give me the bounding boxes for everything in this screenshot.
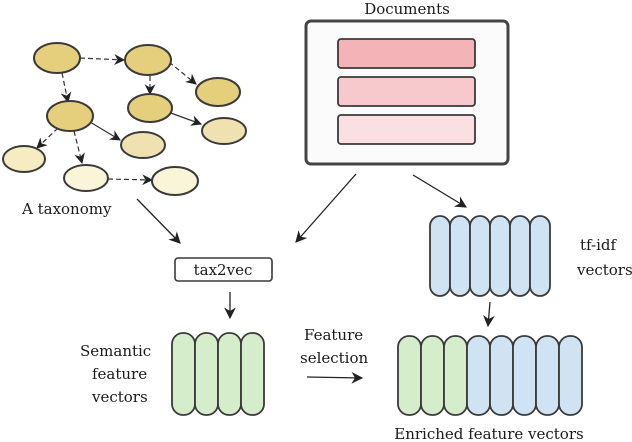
enriched-tfidf-vector <box>489 335 514 416</box>
enriched-tfidf-vector <box>512 335 537 416</box>
taxonomy-edges <box>36 54 203 186</box>
taxonomy-node <box>151 166 199 196</box>
arrow-tfidf-to-enriched <box>483 301 495 328</box>
enriched-tfidf-vector <box>558 335 583 416</box>
semantic-vectors <box>171 332 265 416</box>
tax2vec-block: tax2vec <box>174 257 273 282</box>
semantic-label-line2: feature <box>92 365 147 383</box>
semantic-vector <box>240 332 265 416</box>
enriched-semantic-vector <box>420 335 445 416</box>
arrow-feature-selection <box>306 371 364 384</box>
taxonomy-edge <box>36 127 59 149</box>
document-2 <box>337 76 476 107</box>
tfidf-vector <box>529 215 551 297</box>
semantic-vector <box>217 332 242 416</box>
taxonomy-graph: A taxonomy <box>2 42 247 218</box>
tax2vec-label: tax2vec <box>194 261 253 279</box>
semantic-vector <box>171 332 196 416</box>
semantic-vector <box>194 332 219 416</box>
tfidf-label-line2: vectors <box>576 261 632 279</box>
arrow-documents-to-tax2vec <box>295 173 357 243</box>
tfidf-vector <box>429 215 451 297</box>
taxonomy-node <box>127 93 173 123</box>
taxonomy-edge <box>168 61 197 85</box>
taxonomy-node <box>195 77 241 107</box>
arrow-documents-to-tfidf <box>412 174 468 208</box>
taxonomy-node <box>120 131 166 159</box>
enriched-label: Enriched feature vectors <box>394 425 583 442</box>
taxonomy-node <box>2 145 46 173</box>
document-3 <box>337 114 476 145</box>
taxonomy-node <box>33 42 81 74</box>
feature-selection-line2: selection <box>300 349 369 367</box>
tfidf-vector <box>509 215 531 297</box>
tfidf-vectors <box>429 215 551 297</box>
taxonomy-label: A taxonomy <box>21 200 112 218</box>
flow-arrows <box>136 173 495 384</box>
semantic-label-line3: vectors <box>91 388 148 406</box>
taxonomy-node <box>46 100 94 132</box>
taxonomy-edge <box>73 130 85 165</box>
tfidf-vector <box>469 215 491 297</box>
taxonomy-edge <box>60 72 72 104</box>
feature-selection-line1: Feature <box>304 326 363 344</box>
enriched-semantic-vector <box>397 335 422 416</box>
enriched-tfidf-vector <box>535 335 560 416</box>
documents-block: Documents <box>304 0 510 166</box>
tfidf-label-line1: tf-idf <box>580 236 618 254</box>
taxonomy-node <box>63 164 109 192</box>
enriched-tfidf-vector <box>466 335 491 416</box>
documents-label: Documents <box>364 0 450 18</box>
tfidf-vector <box>449 215 471 297</box>
enriched-semantic-vector <box>443 335 468 416</box>
taxonomy-node <box>124 44 172 76</box>
taxonomy-edge <box>79 54 126 65</box>
taxonomy-nodes <box>2 42 247 196</box>
taxonomy-node <box>201 117 247 145</box>
taxonomy-edge <box>89 121 121 141</box>
taxonomy-edge <box>167 111 203 126</box>
enriched-vectors <box>397 335 583 416</box>
tfidf-vector <box>489 215 511 297</box>
tax2vec-box <box>174 257 273 282</box>
arrow-taxonomy-to-tax2vec <box>136 198 181 244</box>
document-1 <box>337 38 476 69</box>
taxonomy-edge <box>107 174 154 186</box>
semantic-label-line1: Semantic <box>80 342 151 360</box>
